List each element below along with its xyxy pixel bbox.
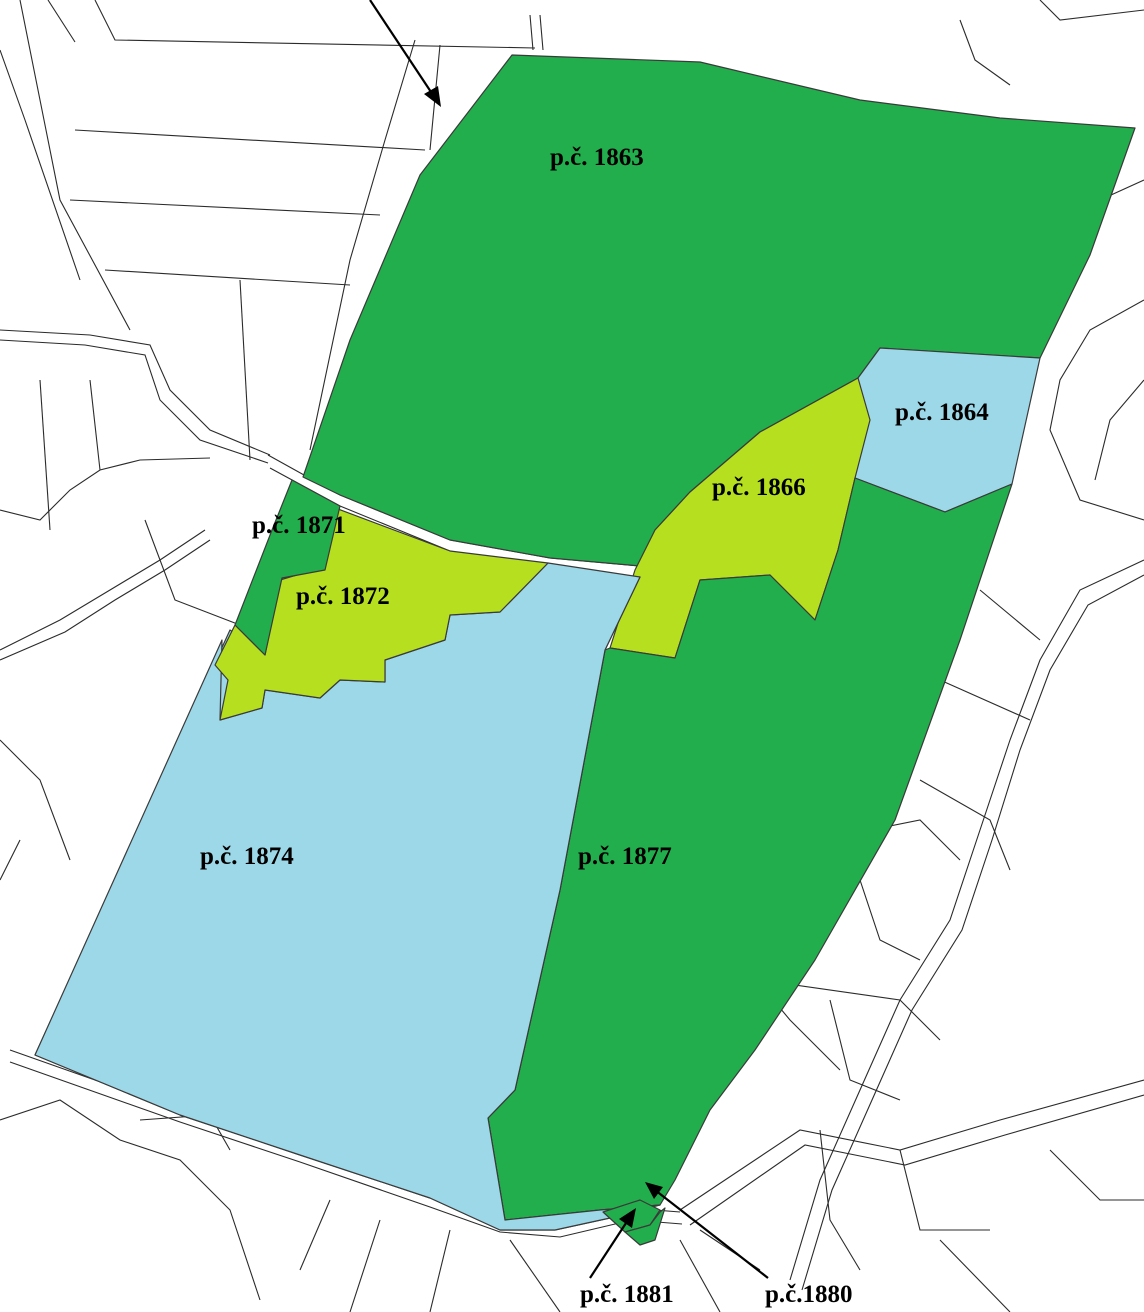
arrow-1880 [654,1189,769,1279]
label-1863: p.č. 1863 [550,144,644,171]
label-1880: p.č.1880 [765,1281,853,1308]
arrow-1881-head [619,1208,636,1228]
pointer-arrows [369,0,769,1279]
arrow-1881 [589,1219,629,1279]
arrow-top-head [424,86,441,107]
label-1877: p.č. 1877 [578,843,672,870]
parcel-1881[interactable] [624,1207,666,1246]
label-1881: p.č. 1881 [580,1281,674,1308]
label-1866: p.č. 1866 [712,474,806,501]
label-1872: p.č. 1872 [296,583,390,610]
arrow-top [369,0,434,96]
arrow-1880-head [645,1182,663,1199]
parcel-1864[interactable] [854,347,1041,513]
parcels [34,54,1136,1246]
label-1871: p.č. 1871 [252,512,346,539]
label-1874: p.č. 1874 [200,843,294,870]
parcel-labels: p.č. 1863 p.č. 1864 p.č. 1866 p.č. 1871 … [200,144,989,1308]
label-1864: p.č. 1864 [895,399,989,426]
parcel-1871[interactable] [234,479,341,656]
